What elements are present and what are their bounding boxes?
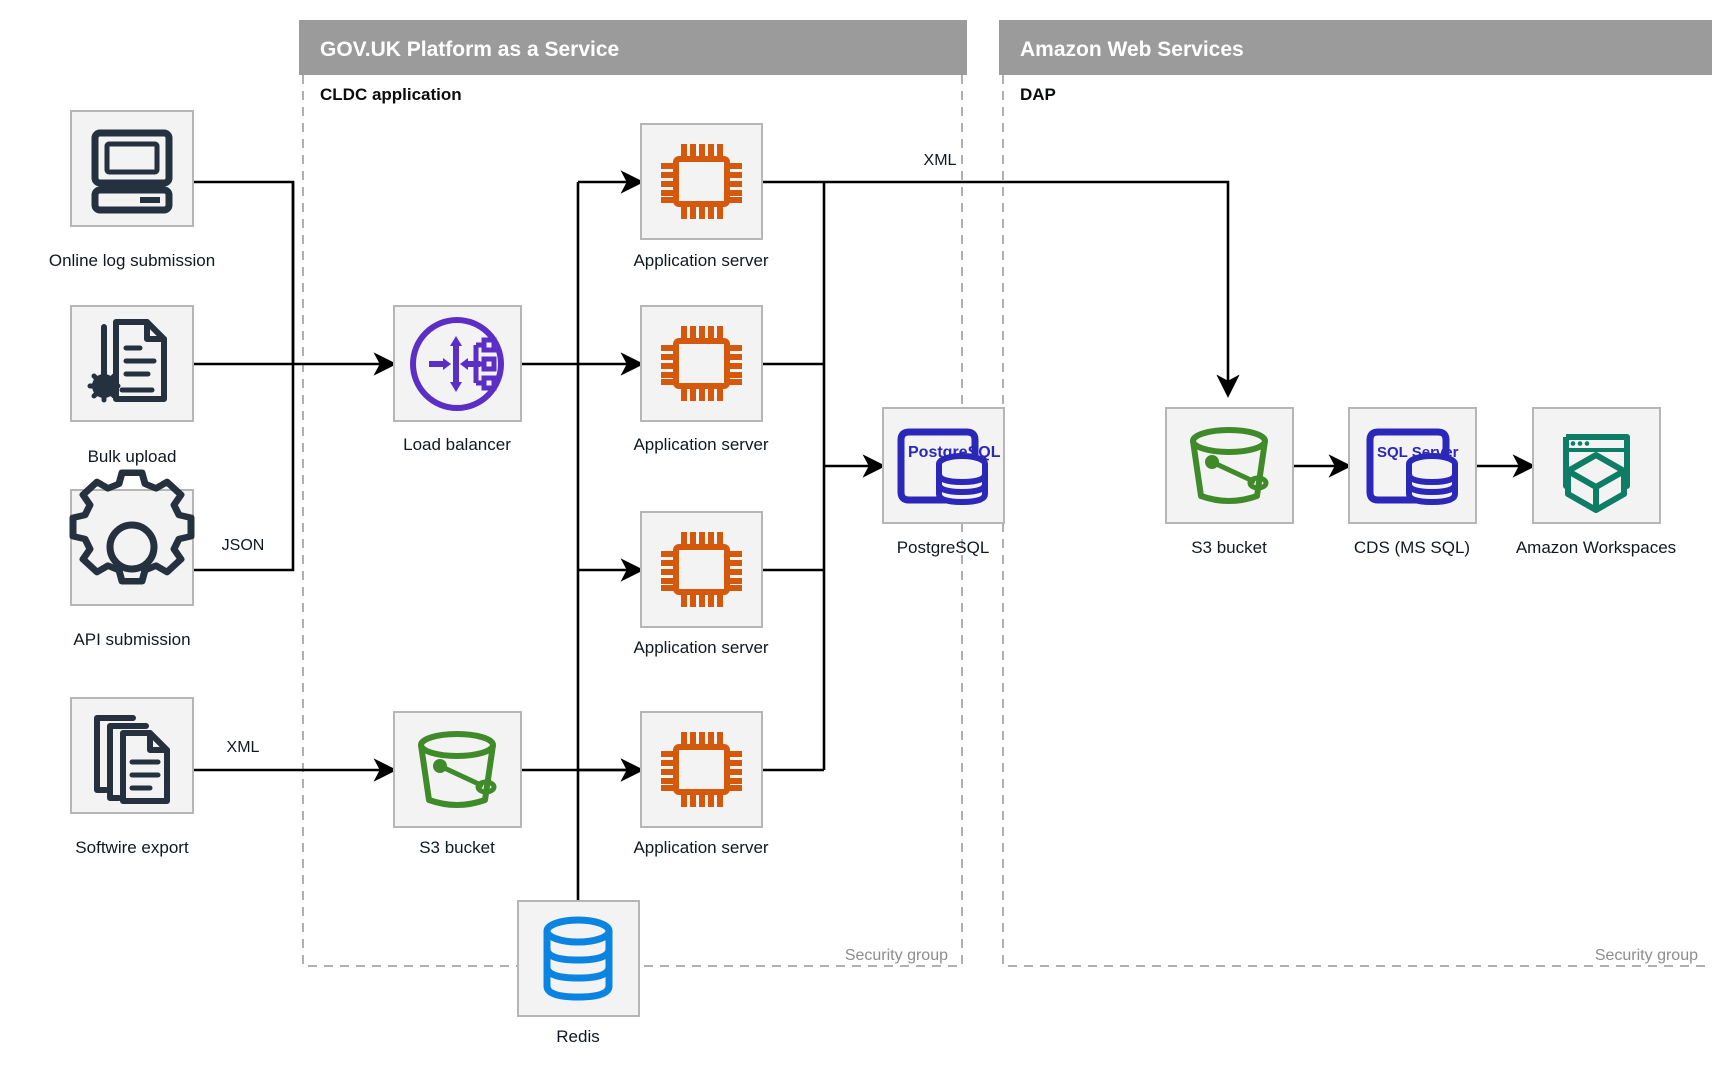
aws-zone-title: Amazon Web Services: [1020, 38, 1244, 61]
postgresql-database-icon: PostgreSQL: [897, 428, 1001, 506]
node-s3-bucket-aws[interactable]: S3 bucket: [1165, 407, 1294, 557]
node-app-server-1[interactable]: Application server: [633, 123, 769, 270]
node-s3-bucket-paas[interactable]: S3 bucket: [393, 711, 522, 857]
node-label: Online log submission: [49, 251, 215, 270]
json-edge-label: JSON: [222, 537, 265, 554]
xml-softwire-edge-label: XML: [227, 739, 260, 756]
amazon-workspaces-icon: [1563, 434, 1630, 513]
cpu-chip-icon: [661, 326, 742, 401]
paas-security-group-label: Security group: [845, 947, 948, 964]
sql-server-database-icon: SQL Server: [1366, 428, 1459, 506]
node-amazon-workspaces[interactable]: Amazon Workspaces: [1516, 407, 1676, 557]
node-label: Softwire export: [75, 838, 189, 857]
paas-zone-title: GOV.UK Platform as a Service: [320, 38, 619, 61]
cpu-chip-icon: [661, 144, 742, 219]
node-label: Redis: [556, 1027, 599, 1046]
edge-app-1-xml-to-s3-aws: [762, 180, 1240, 398]
edge-api-submission-to-bus: [193, 364, 295, 572]
node-api-submission[interactable]: API submission: [69, 469, 195, 649]
node-cds-ms-sql[interactable]: SQL Server CDS (MS SQL): [1348, 407, 1477, 557]
node-postgresql[interactable]: PostgreSQL PostgreSQL: [882, 407, 1005, 557]
cpu-chip-icon: [661, 532, 742, 607]
node-label: API submission: [73, 630, 190, 649]
node-online-log-submission[interactable]: Online log submission: [49, 110, 215, 270]
aws-security-group-label: Security group: [1595, 947, 1698, 964]
aws-zone-band: [999, 20, 1712, 75]
node-redis[interactable]: Redis: [517, 900, 640, 1046]
node-label: CDS (MS SQL): [1354, 538, 1470, 557]
node-label: Application server: [633, 435, 768, 454]
paas-zone-band: [299, 20, 967, 75]
node-label: Application server: [633, 838, 768, 857]
node-softwire-export[interactable]: Softwire export: [70, 697, 194, 857]
node-label: Application server: [633, 638, 768, 657]
node-label: S3 bucket: [419, 838, 495, 857]
gear-icon: [69, 469, 195, 585]
node-app-server-4[interactable]: Application server: [633, 711, 769, 857]
node-app-server-3[interactable]: Application server: [633, 511, 769, 657]
node-label: Bulk upload: [88, 447, 177, 466]
desktop-computer-icon: [91, 129, 173, 214]
cldc-application-title: CLDC application: [320, 85, 462, 104]
document-stack-icon: [94, 715, 170, 804]
aws-security-group-boundary: [1002, 75, 1712, 967]
node-load-balancer[interactable]: Load balancer: [393, 305, 522, 454]
node-label: Amazon Workspaces: [1516, 538, 1676, 557]
s3-bucket-icon: [418, 731, 497, 808]
load-balancer-icon: [410, 317, 504, 411]
node-label: Load balancer: [403, 435, 511, 454]
node-bulk-upload[interactable]: Bulk upload: [70, 305, 194, 466]
s3-bucket-icon: [1190, 427, 1269, 504]
cpu-chip-icon: [661, 732, 742, 807]
node-label: S3 bucket: [1191, 538, 1267, 557]
node-label: PostgreSQL: [897, 538, 990, 557]
redis-database-icon: [543, 916, 613, 1001]
dap-title: DAP: [1020, 85, 1056, 104]
xml-export-edge-label: XML: [924, 152, 957, 169]
document-gear-icon: [87, 319, 167, 403]
node-app-server-2[interactable]: Application server: [633, 305, 769, 454]
node-label: Application server: [633, 251, 768, 270]
